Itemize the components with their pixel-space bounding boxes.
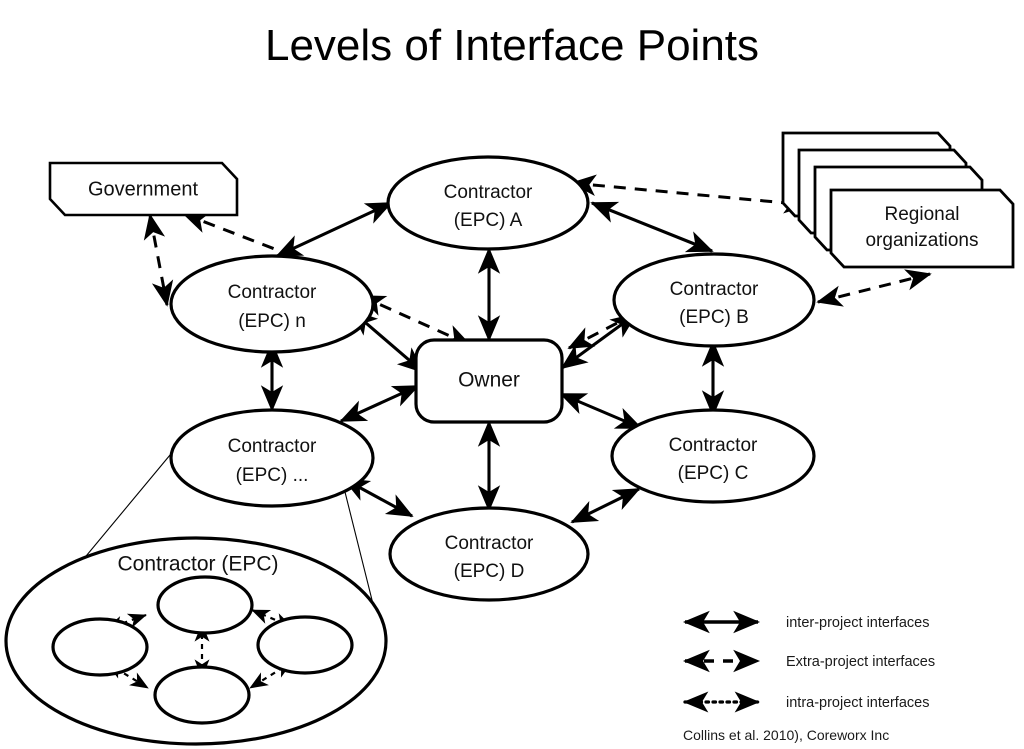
detail-edge-top-right — [251, 608, 293, 629]
page-title: Levels of Interface Points — [265, 21, 759, 70]
node-owner[interactable]: Owner — [414, 338, 564, 424]
detail-inner-node-right[interactable] — [256, 615, 354, 675]
legend-label-inter: inter-project interfaces — [786, 615, 929, 631]
node-regional-organizations[interactable]: Regional organizations — [781, 131, 1015, 269]
edge-regional-contractor-a-dashed — [570, 174, 810, 214]
legend-label-extra: Extra-project interfaces — [786, 654, 935, 670]
node-contractor-ellipsis-label-line2: (EPC) ... — [236, 465, 309, 486]
edge-contractor-n-contractor-a — [275, 201, 393, 258]
edge-regional-contractor-b — [816, 269, 932, 307]
legend-row-inter: inter-project interfaces — [682, 610, 929, 634]
node-contractor-b[interactable]: Contractor (EPC) B — [612, 252, 816, 348]
edge-owner-contractor-c — [559, 392, 643, 430]
node-contractor-d-label-line1: Contractor — [445, 533, 534, 554]
detail-edge-right-bottom — [249, 661, 293, 689]
legend-label-intra: intra-project interfaces — [786, 695, 929, 711]
node-contractor-b-label-line2: (EPC) B — [679, 307, 749, 328]
node-regional-label-line1: Regional — [885, 204, 960, 225]
detail-inner-node-bottom[interactable] — [153, 665, 251, 725]
node-contractor-ellipsis[interactable]: Contractor (EPC) ... — [169, 408, 375, 508]
edge-government-junction — [182, 212, 286, 255]
node-government[interactable]: Government — [48, 161, 239, 217]
node-contractor-a-label-line2: (EPC) A — [454, 210, 523, 231]
node-regional-label-line2: organizations — [865, 230, 978, 251]
detail-inner-node-left[interactable] — [51, 617, 149, 677]
node-contractor-a-label-line1: Contractor — [444, 182, 533, 203]
detail-inner-node-top[interactable] — [156, 575, 254, 635]
edge-contractor-a-regional — [590, 201, 714, 253]
node-contractor-n-label-line1: Contractor — [228, 282, 317, 303]
node-contractor-ellipsis-label-line1: Contractor — [228, 436, 317, 457]
node-government-label: Government — [88, 178, 198, 200]
legend-citation: Collins et al. 2010), Coreworx Inc — [683, 727, 889, 743]
detail-edge-left-bottom — [106, 662, 149, 689]
node-contractor-c-label-line1: Contractor — [669, 435, 758, 456]
node-contractor-n[interactable]: Contractor (EPC) n — [169, 254, 375, 354]
legend-row-intra: intra-project interfaces — [683, 691, 929, 713]
edge-owner-contractor-ellipsis — [339, 384, 420, 423]
edge-government-contractor-n — [143, 213, 174, 307]
node-detail-group-label: Contractor (EPC) — [117, 553, 278, 576]
node-contractor-a[interactable]: Contractor (EPC) A — [386, 155, 590, 251]
regional-card-4 — [829, 188, 1015, 269]
node-contractor-c[interactable]: Contractor (EPC) C — [610, 408, 816, 504]
node-contractor-d-label-line2: (EPC) D — [454, 561, 525, 582]
edge-contractor-n-owner-dashed — [359, 294, 472, 347]
node-contractor-n-label-line2: (EPC) n — [238, 311, 306, 332]
node-contractor-c-label-line2: (EPC) C — [678, 463, 749, 484]
node-owner-label: Owner — [458, 369, 520, 392]
node-contractor-d[interactable]: Contractor (EPC) D — [388, 506, 590, 602]
node-detail-group[interactable]: Contractor (EPC) — [4, 536, 388, 746]
edge-contractor-c-contractor-d — [570, 487, 641, 524]
node-contractor-b-label-line1: Contractor — [670, 279, 759, 300]
edge-owner-contractor-b — [560, 312, 638, 370]
legend-row-extra: Extra-project interfaces — [682, 649, 935, 673]
legend: inter-project interfaces Extra-project i… — [682, 610, 935, 743]
